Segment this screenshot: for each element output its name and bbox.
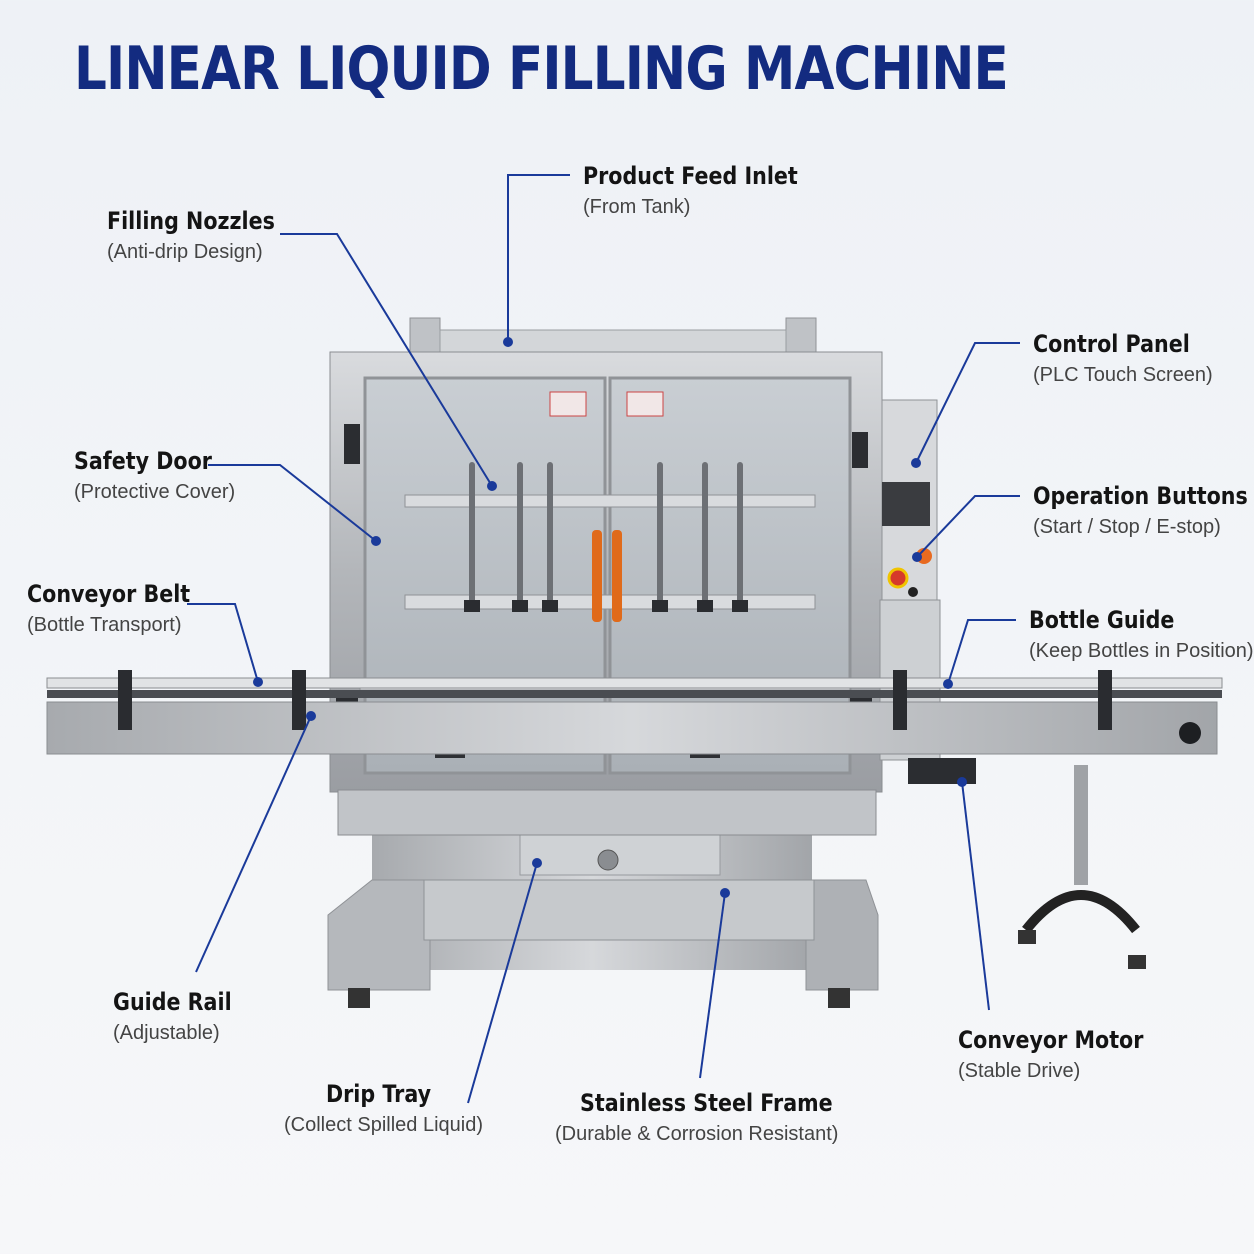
callout-label: Conveyor Belt (27, 580, 191, 608)
callout-bottle-guide: Bottle Guide (Keep Bottles in Position) (1029, 606, 1254, 663)
callout-sub: (Adjustable) (113, 1022, 220, 1044)
callout-control-panel: Control Panel (PLC Touch Screen) (1033, 330, 1215, 387)
callout-guide-rail: Guide Rail (Adjustable) (113, 988, 251, 1045)
conveyor-stand (1018, 765, 1146, 969)
callout-label: Bottle Guide (1029, 606, 1175, 634)
callout-conveyor-motor: Conveyor Motor (Stable Drive) (958, 1026, 1174, 1083)
callout-sub: (Collect Spilled Liquid) (284, 1114, 483, 1136)
callout-label: Stainless Steel Frame (580, 1089, 833, 1117)
callout-conveyor-belt: Conveyor Belt (Bottle Transport) (27, 580, 217, 637)
callout-drip-tray: Drip Tray (Collect Spilled Liquid) (284, 1080, 483, 1137)
callout-label: Conveyor Motor (958, 1026, 1144, 1054)
page-title: LINEAR LIQUID FILLING MACHINE (74, 34, 1009, 104)
callout-filling-nozzles: Filling Nozzles (Anti-drip Design) (107, 207, 302, 264)
callout-label: Guide Rail (113, 988, 232, 1016)
leader-dots (253, 337, 967, 898)
callout-label: Product Feed Inlet (583, 162, 798, 190)
callout-sub: (Anti-drip Design) (107, 241, 263, 263)
callout-sub: (Keep Bottles in Position) (1029, 640, 1254, 662)
leader-lines (187, 174, 1020, 1104)
callout-sub: (Durable & Corrosion Resistant) (555, 1123, 839, 1145)
callout-sub: (PLC Touch Screen) (1033, 364, 1213, 386)
callout-product-feed-inlet: Product Feed Inlet (From Tank) (583, 162, 833, 219)
callout-label: Operation Buttons (1033, 482, 1248, 510)
callout-label: Filling Nozzles (107, 207, 275, 235)
stainless-steel-frame-base (327, 830, 879, 1008)
callout-label: Safety Door (74, 447, 212, 475)
callout-sub: (Bottle Transport) (27, 614, 182, 636)
callout-sub: (From Tank) (583, 196, 691, 218)
callout-sub: (Protective Cover) (74, 481, 236, 503)
callout-safety-door: Safety Door (Protective Cover) (74, 447, 235, 504)
callout-sub: (Stable Drive) (958, 1060, 1081, 1082)
callout-label: Drip Tray (326, 1080, 432, 1108)
callout-label: Control Panel (1033, 330, 1190, 358)
main-cabinet (329, 351, 883, 836)
callout-stainless-steel-frame: Stainless Steel Frame (Durable & Corrosi… (555, 1089, 874, 1146)
callout-sub: (Start / Stop / E-stop) (1033, 516, 1221, 538)
callout-operation-buttons: Operation Buttons (Start / Stop / E-stop… (1033, 482, 1254, 539)
conveyor (46, 670, 1223, 784)
